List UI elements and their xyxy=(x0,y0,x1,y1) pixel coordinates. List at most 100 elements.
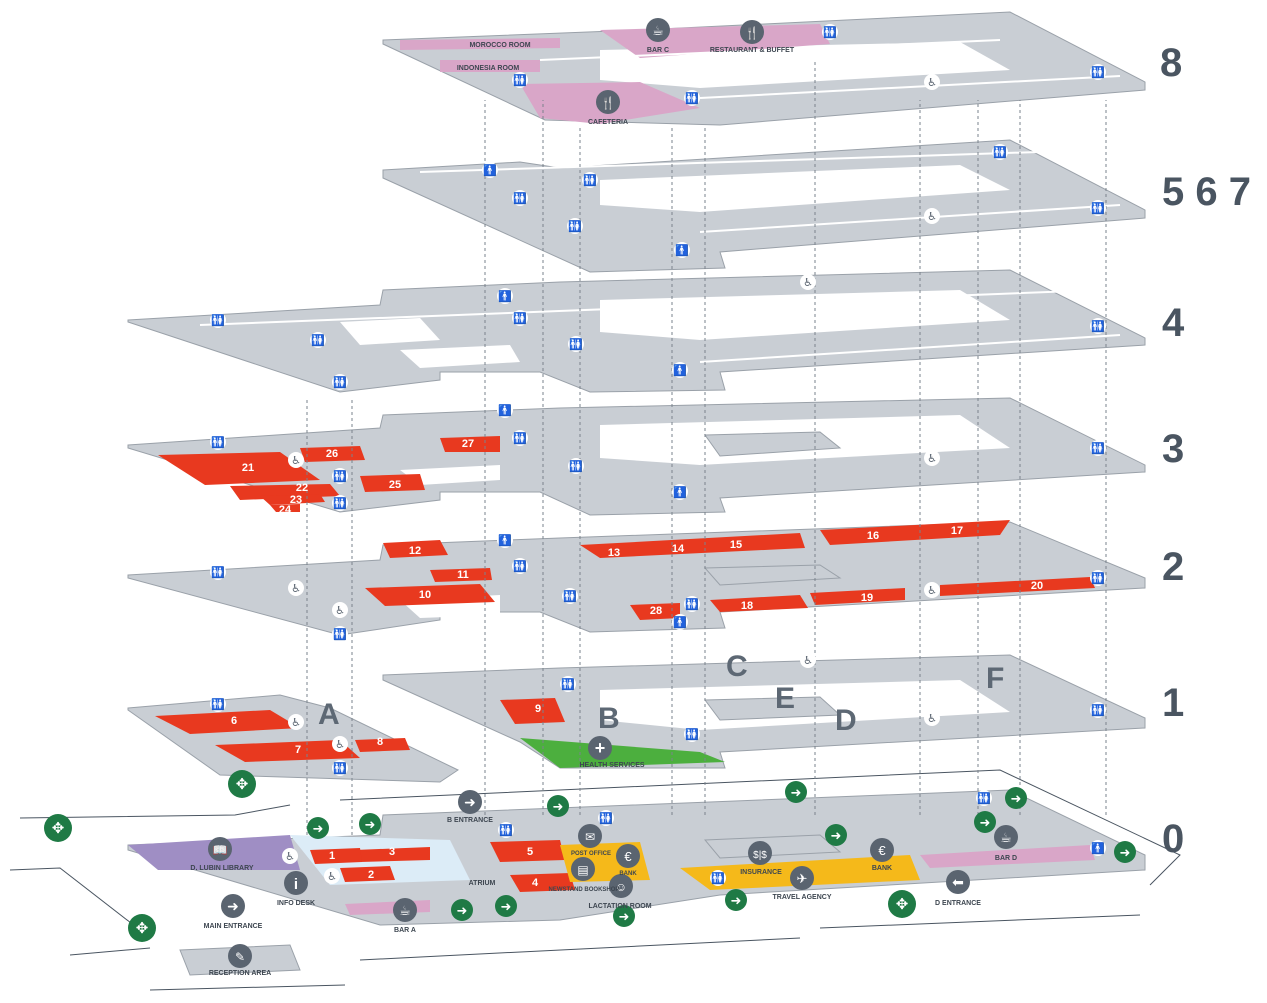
arrow-right-icon: ➜ xyxy=(458,790,482,814)
accessible-icon xyxy=(288,580,304,596)
floor-label-8: 8 xyxy=(1160,41,1182,85)
restroom-icon xyxy=(512,190,528,206)
restroom-icon xyxy=(568,336,584,352)
restroom-icon xyxy=(684,90,700,106)
emergency-exit-icon xyxy=(1114,841,1136,863)
emergency-exit-icon xyxy=(451,899,473,921)
room-15: 15 xyxy=(730,539,742,551)
section-c: C xyxy=(726,650,748,683)
restroom-icon xyxy=(672,362,688,378)
floor-label-4: 4 xyxy=(1162,301,1185,345)
room-26: 26 xyxy=(326,448,338,460)
restroom-icon xyxy=(1090,840,1106,856)
room-21: 21 xyxy=(242,462,254,474)
assembly-point-icon xyxy=(228,770,256,798)
section-b: B xyxy=(598,702,620,735)
label-lactation-room: LACTATION ROOM xyxy=(588,903,651,910)
poi-icons: ☕ 🍴 🍴 + ➜ ✉ € ▤ ☺ $|$ € ✈ ☕ ⬅ 📖 i ➜ ✎ ☕ xyxy=(208,18,1018,968)
restroom-icon xyxy=(1090,64,1106,80)
room-17: 17 xyxy=(951,525,963,537)
svg-text:▤: ▤ xyxy=(577,863,588,877)
poi-labels: MOROCCO ROOM INDONESIA ROOM BAR C RESTAU… xyxy=(190,42,1017,977)
room-10: 10 xyxy=(419,589,431,601)
floor-8-plate xyxy=(382,11,1146,126)
restroom-icon xyxy=(672,614,688,630)
label-bank-1: BANK xyxy=(619,871,637,877)
emergency-exit-icon xyxy=(547,795,569,817)
restroom-icon xyxy=(582,172,598,188)
room-23: 23 xyxy=(290,494,302,506)
restroom-icon xyxy=(332,374,348,390)
restroom-icon xyxy=(332,626,348,642)
restroom-icon xyxy=(568,458,584,474)
accessible-icon xyxy=(282,848,298,864)
svg-text:✈: ✈ xyxy=(797,871,808,886)
label-reception-area: RECEPTION AREA xyxy=(209,970,271,977)
accessible-icon xyxy=(924,582,940,598)
room-11: 11 xyxy=(457,569,469,581)
restroom-icon xyxy=(1090,702,1106,718)
restroom-icon xyxy=(567,218,583,234)
emergency-exit-icon xyxy=(785,781,807,803)
floor-3-plate xyxy=(127,397,1146,516)
floor-label-0: 0 xyxy=(1162,817,1184,861)
accessible-icon xyxy=(288,452,304,468)
assembly-point-icon xyxy=(888,890,916,918)
restroom-icon xyxy=(310,332,326,348)
floor-label-2: 2 xyxy=(1162,545,1184,589)
label-d-entrance: D ENTRANCE xyxy=(935,900,981,907)
label-info-desk: INFO DESK xyxy=(277,900,315,907)
restroom-icon xyxy=(210,564,226,580)
accessible-icon xyxy=(924,208,940,224)
floor-567-plate xyxy=(382,139,1146,273)
accessible-icon xyxy=(924,710,940,726)
restroom-icon xyxy=(1090,318,1106,334)
arrow-right-icon: ➜ xyxy=(221,894,245,918)
svg-text:🍴: 🍴 xyxy=(601,96,616,110)
room-13: 13 xyxy=(608,547,620,559)
mail-icon: ✉ xyxy=(578,824,602,848)
label-indonesia-room: INDONESIA ROOM xyxy=(457,65,520,72)
coffee-icon: ☕ xyxy=(646,18,670,42)
label-health-services: HEALTH SERVICES xyxy=(579,762,644,769)
restroom-icon xyxy=(976,790,992,806)
restroom-icon xyxy=(497,402,513,418)
arrow-left-icon: ⬅ xyxy=(946,870,970,894)
room-27: 27 xyxy=(462,438,474,450)
label-bar-a: BAR A xyxy=(394,927,416,934)
restroom-icon xyxy=(512,72,528,88)
label-bank-2: BANK xyxy=(872,865,892,872)
label-library: D. LUBIN LIBRARY xyxy=(190,865,253,872)
room-3: 3 xyxy=(389,846,395,858)
svg-text:$|$: $|$ xyxy=(753,850,767,861)
accessible-icon xyxy=(924,450,940,466)
floor-2-plate xyxy=(127,520,1146,636)
emergency-exit-icon xyxy=(825,824,847,846)
svg-text:➜: ➜ xyxy=(227,898,239,914)
reception-icon: ✎ xyxy=(228,944,252,968)
accessible-icon xyxy=(332,602,348,618)
accessible-icon xyxy=(288,714,304,730)
section-e: E xyxy=(775,682,795,715)
svg-text:☕: ☕ xyxy=(399,903,411,918)
emergency-exit-icon xyxy=(974,811,996,833)
room-14: 14 xyxy=(672,543,685,555)
restroom-icon xyxy=(1090,440,1106,456)
room-28: 28 xyxy=(650,605,662,617)
restroom-icon xyxy=(1090,200,1106,216)
room-4: 4 xyxy=(532,877,539,889)
floor-labels: 8 5 6 7 4 3 2 1 0 xyxy=(1160,41,1251,861)
restroom-icon xyxy=(332,495,348,511)
restroom-icon xyxy=(672,484,688,500)
floor-4-plate xyxy=(127,269,1146,393)
emergency-exit-icon xyxy=(307,817,329,839)
restroom-icon xyxy=(497,288,513,304)
restroom-icon xyxy=(512,430,528,446)
floor-label-3: 3 xyxy=(1162,427,1184,471)
svg-text:i: i xyxy=(294,876,298,893)
label-bar-d: BAR D xyxy=(995,855,1017,862)
label-insurance: INSURANCE xyxy=(740,869,782,876)
label-b-entrance: B ENTRANCE xyxy=(447,817,493,824)
label-cafeteria: CAFETERIA xyxy=(588,119,628,126)
